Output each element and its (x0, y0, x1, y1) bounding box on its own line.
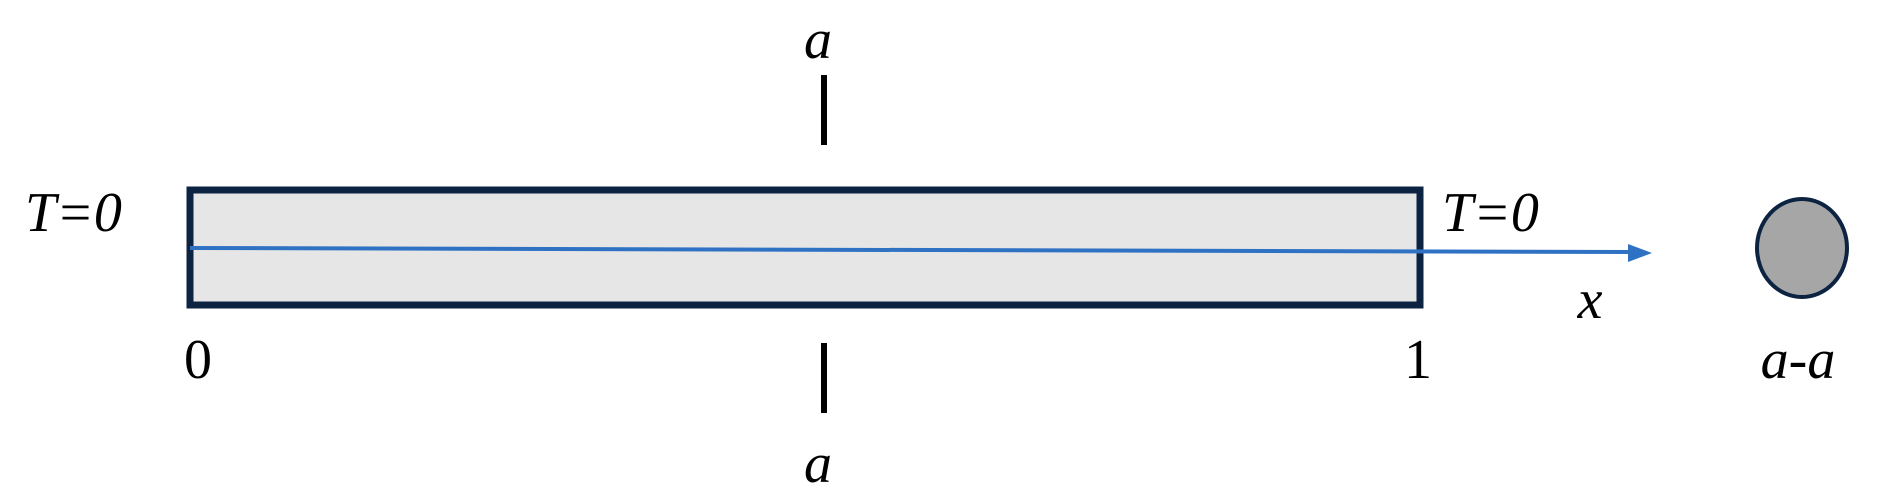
x-axis-arrowhead (1628, 244, 1652, 262)
cross-section-label: a-a (1761, 329, 1836, 391)
x-start-label: 0 (184, 329, 212, 391)
section-label-bottom: a (804, 433, 832, 495)
axis-label: x (1577, 269, 1603, 331)
cross-section-circle (1755, 197, 1849, 299)
left-boundary-label: T=0 (25, 182, 122, 244)
x-axis-line (189, 246, 1636, 254)
x-end-label: 1 (1404, 329, 1432, 391)
section-label-top: a (804, 9, 832, 71)
right-boundary-label: T=0 (1442, 182, 1539, 244)
